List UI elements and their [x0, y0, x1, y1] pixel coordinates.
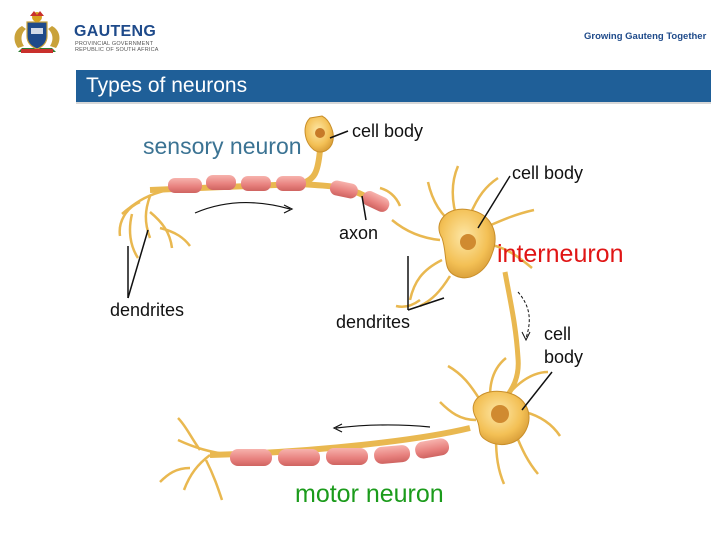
motor-myelin [230, 438, 450, 466]
brand-country: REPUBLIC OF SOUTH AFRICA [75, 47, 159, 53]
label-dendrites-sensory: dendrites [110, 300, 185, 320]
page-header: GAUTENG PROVINCIAL GOVERNMENT REPUBLIC O… [0, 0, 720, 68]
label-cell-body-sensory: cell body [352, 121, 424, 141]
label-dendrites-interneuron: dendrites [336, 312, 411, 332]
brand-subtitle: PROVINCIAL GOVERNMENT [75, 41, 154, 47]
sensory-myelin [168, 175, 390, 212]
sensory-neuron [118, 115, 390, 259]
label-cell-body-interneuron: cell body [512, 163, 584, 183]
title-bar: Types of neurons [76, 70, 711, 104]
sensory-dendrites [118, 188, 191, 259]
interneuron [379, 165, 535, 402]
tagline: Growing Gauteng Together [584, 31, 707, 42]
label-sensory-neuron: sensory neuron [143, 133, 302, 159]
label-motor-neuron: motor neuron [295, 480, 444, 508]
leader-lines [127, 130, 553, 411]
motor-terminals [159, 417, 231, 501]
label-axon: axon [339, 223, 379, 243]
coat-of-arms-icon [14, 11, 60, 53]
motor-neuron [159, 357, 562, 501]
label-interneuron: interneuron [497, 240, 624, 268]
brand-name: GAUTENG [74, 23, 157, 40]
slide-title: Types of neurons [86, 74, 248, 97]
label-cell-body-motor: cell body [544, 324, 584, 367]
